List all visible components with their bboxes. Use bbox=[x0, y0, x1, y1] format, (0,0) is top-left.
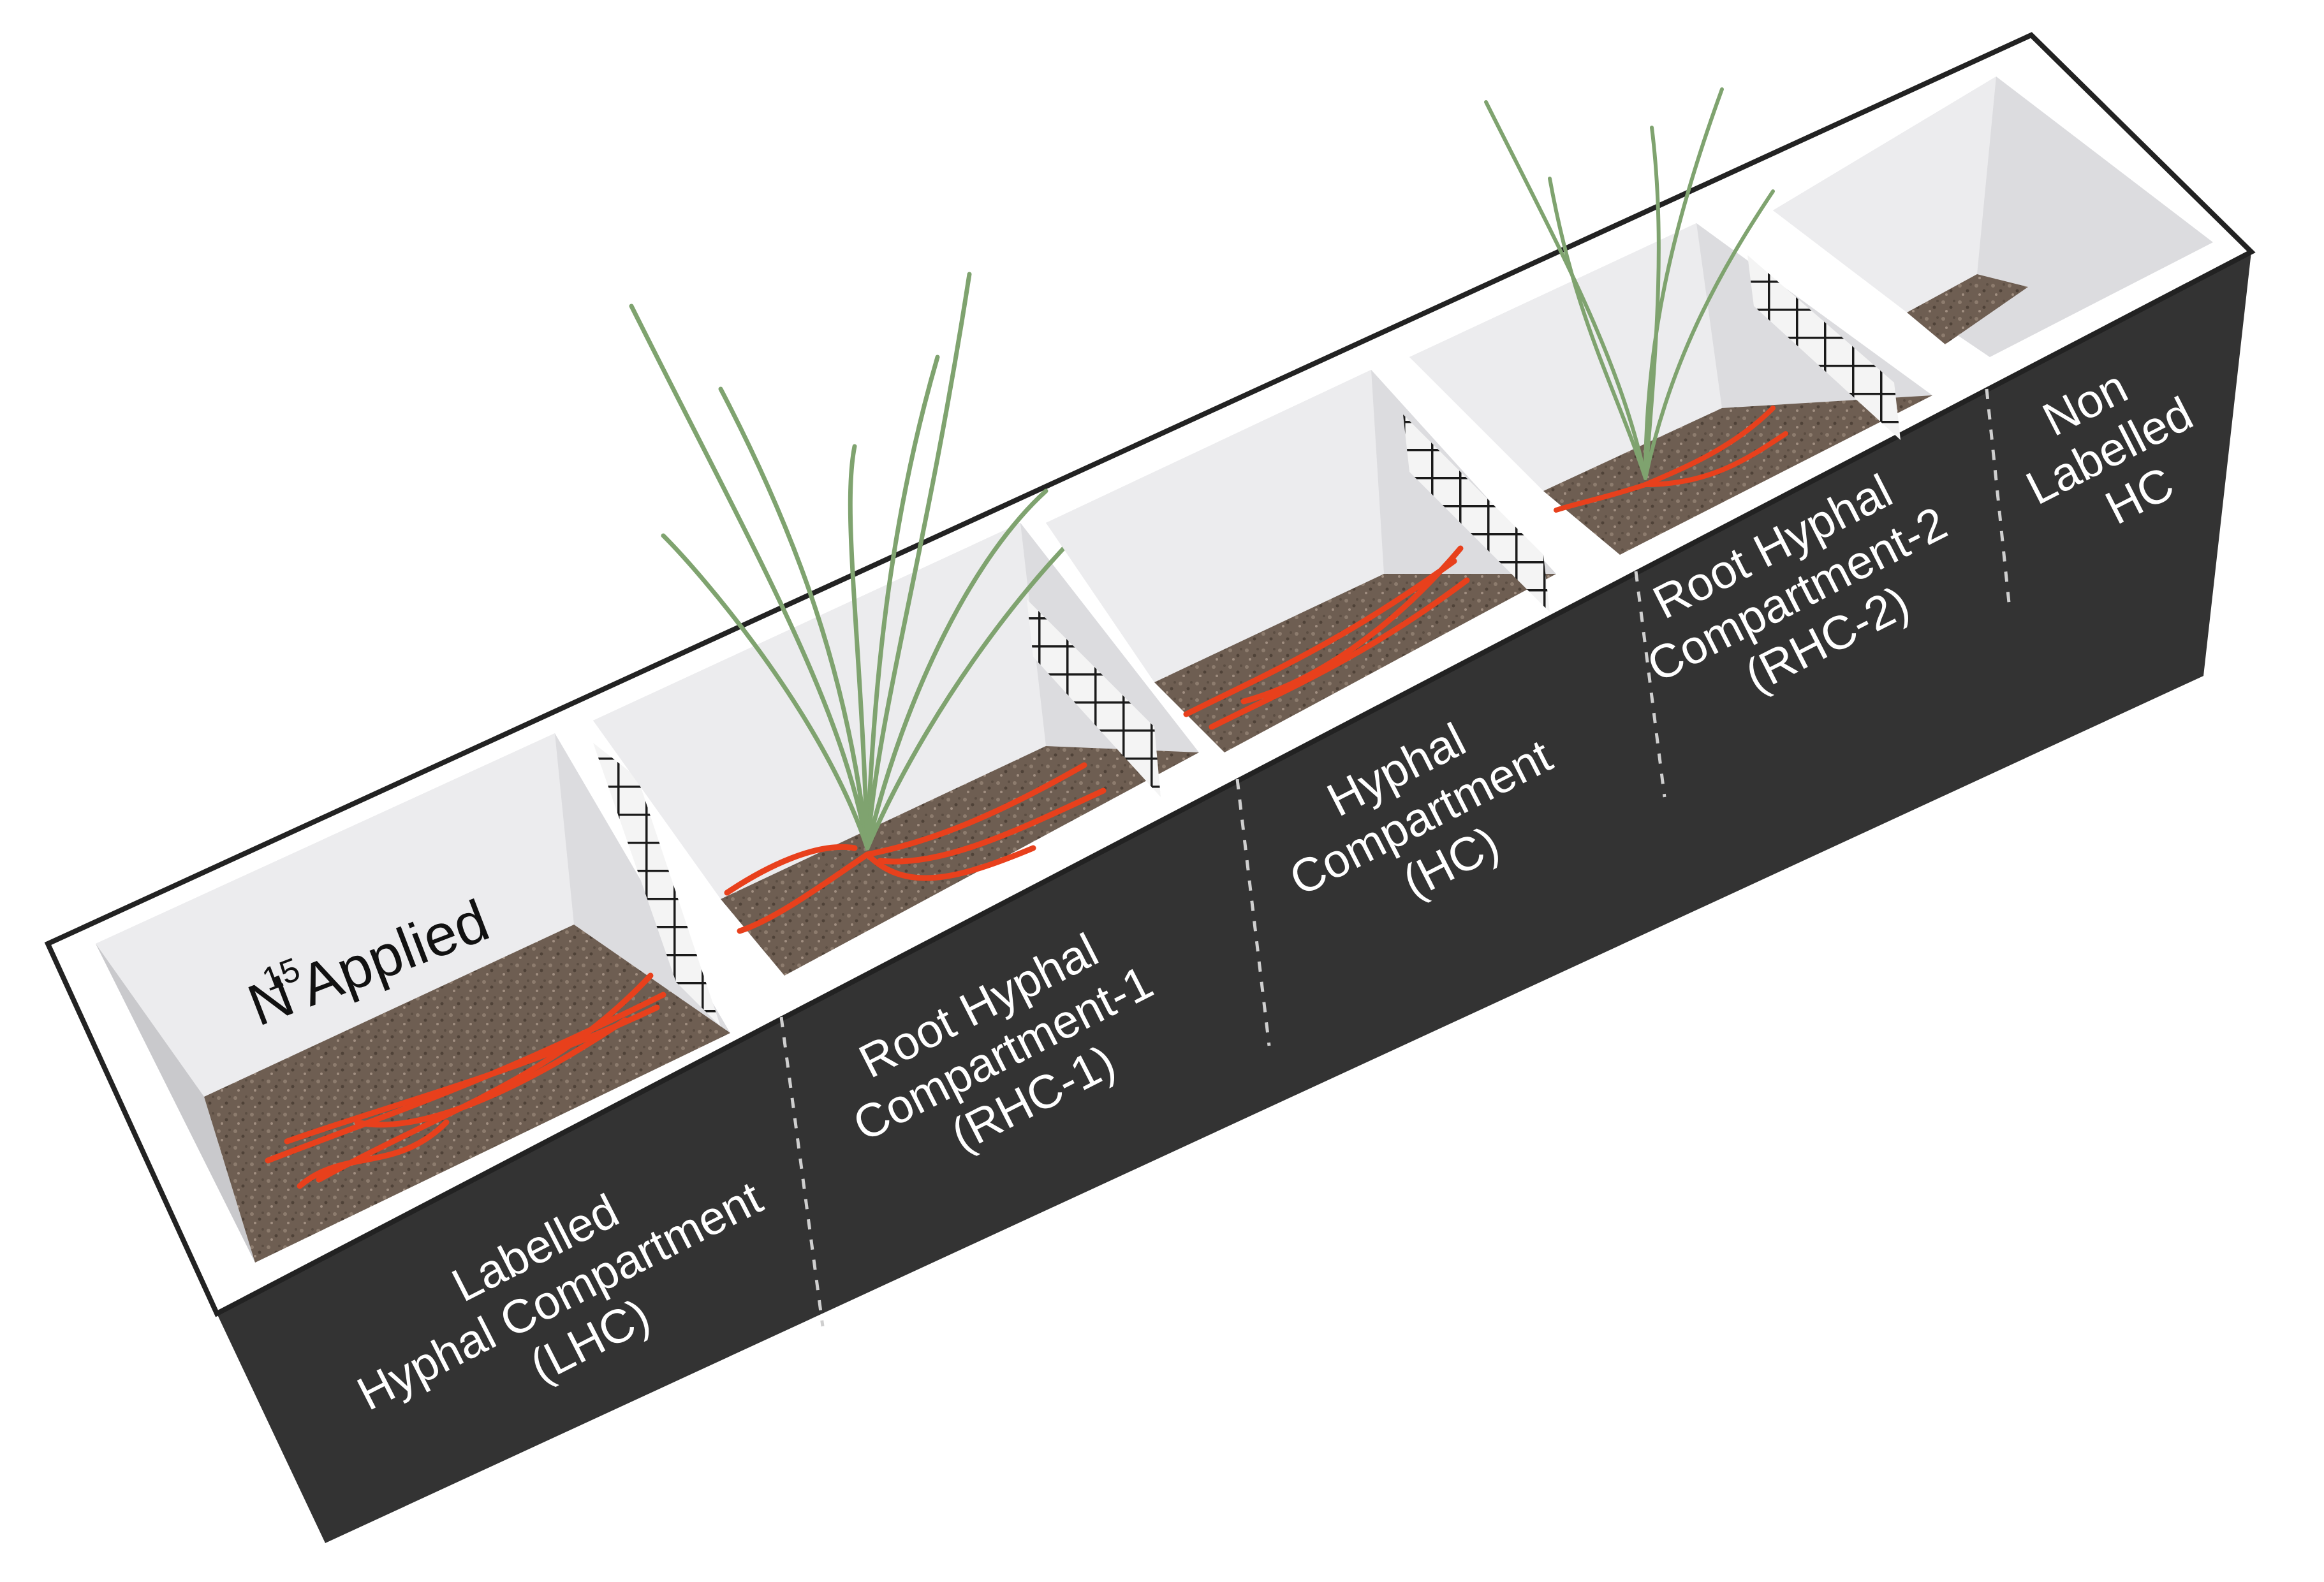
rhc2-back-wall bbox=[1409, 223, 1722, 491]
root bbox=[877, 787, 1107, 865]
grass-blade bbox=[865, 488, 1048, 851]
rhc1-roots bbox=[724, 762, 1107, 934]
hc-mesh-barrier bbox=[1403, 414, 1550, 612]
grass-blade bbox=[1644, 126, 1661, 480]
root bbox=[737, 851, 871, 934]
lhc-soil bbox=[204, 925, 730, 1263]
rhc2-soil bbox=[1543, 395, 1932, 555]
rhc2-grass bbox=[1484, 87, 1775, 480]
grass-blade bbox=[1644, 87, 1724, 480]
compartment-rhc1 bbox=[593, 272, 1199, 976]
root bbox=[1554, 482, 1648, 513]
grass-blade bbox=[629, 304, 870, 851]
compartment-rhc2 bbox=[1409, 87, 1932, 555]
root bbox=[1643, 406, 1776, 487]
nlhc-back-wall bbox=[1773, 77, 1996, 312]
root bbox=[1643, 431, 1788, 487]
grass-blade bbox=[865, 355, 940, 851]
hypha bbox=[1209, 577, 1470, 730]
grass-blade bbox=[848, 444, 870, 851]
hypha bbox=[354, 1017, 628, 1128]
rhc1-back-wall bbox=[593, 523, 1046, 899]
hypha bbox=[1183, 558, 1457, 717]
compartment-hc bbox=[1046, 370, 1556, 752]
root bbox=[864, 762, 1087, 858]
grass-blade bbox=[1484, 100, 1647, 480]
root bbox=[864, 845, 1036, 881]
hc-hyphae bbox=[1183, 545, 1470, 730]
face-dividers bbox=[779, 388, 2011, 1327]
divider-line-4 bbox=[1985, 388, 2011, 603]
root bbox=[724, 844, 858, 896]
grass-blade bbox=[1548, 177, 1647, 480]
grass-blade bbox=[1644, 189, 1775, 480]
compartment-lhc: 15 N Applied bbox=[96, 733, 730, 1263]
lhc-hyphae bbox=[265, 972, 666, 1189]
grass-blade bbox=[718, 386, 870, 851]
divider-line-2 bbox=[1235, 779, 1271, 1046]
rhc1-mesh-barrier bbox=[1027, 599, 1161, 797]
grass-blade bbox=[865, 272, 972, 851]
hc-back-wall bbox=[1046, 370, 1384, 682]
rhc2-mesh-barrier bbox=[1747, 255, 1901, 440]
divider-line-3 bbox=[1634, 571, 1666, 798]
nlhc-soil bbox=[1907, 274, 2028, 344]
compartment-nlhc bbox=[1773, 77, 2213, 357]
rhc2-roots bbox=[1554, 406, 1788, 513]
hypha bbox=[316, 972, 654, 1183]
hypha bbox=[297, 1119, 450, 1189]
lhc-back-wall bbox=[96, 733, 574, 1097]
grass-blade bbox=[661, 533, 870, 851]
hypha bbox=[1240, 545, 1464, 705]
lhc-left-wall bbox=[96, 944, 255, 1263]
lhc-mesh-barrier bbox=[593, 743, 721, 1027]
box-front-face bbox=[217, 252, 2251, 1543]
